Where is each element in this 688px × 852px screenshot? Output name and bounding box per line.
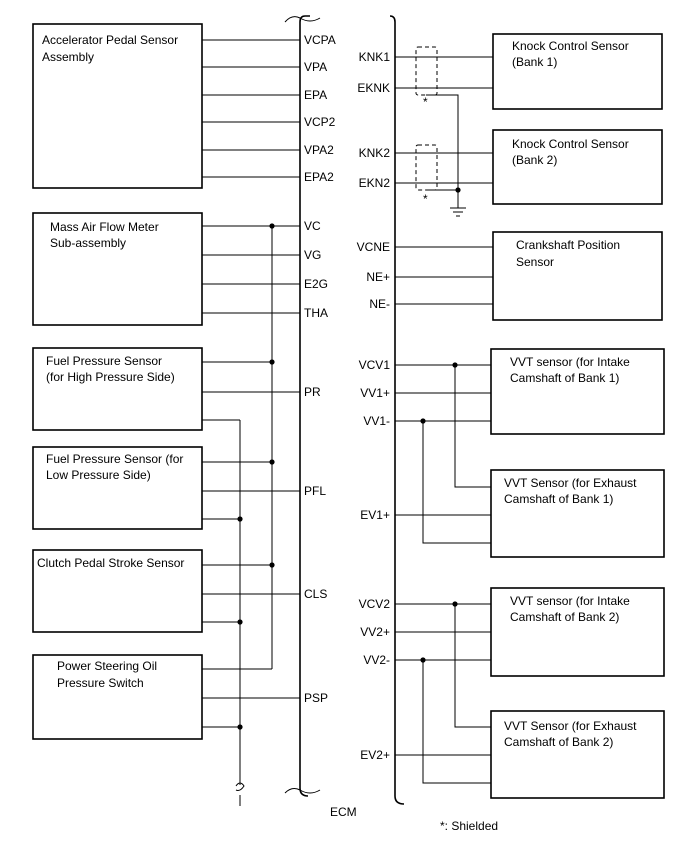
pin-vg: VG <box>304 248 321 262</box>
pin-vv2-plus: VV2+ <box>360 625 390 639</box>
left-wires <box>202 39 300 806</box>
maf-label-1: Mass Air Flow Meter <box>50 220 159 234</box>
knock2-box <box>492 129 663 205</box>
pin-vcp2: VCP2 <box>304 115 336 129</box>
vvt-exhaust1-label-1: VVT Sensor (for Exhaust <box>504 476 637 490</box>
shield-mark-1: * <box>423 95 428 109</box>
shield-bank1 <box>415 46 438 96</box>
crank-label-2: Sensor <box>516 255 554 269</box>
pin-vcv1: VCV1 <box>359 358 391 372</box>
knock2-label-1: Knock Control Sensor <box>512 137 629 151</box>
right-wires <box>395 56 493 784</box>
knock1-label-2: (Bank 1) <box>512 55 557 69</box>
pin-ekn2: EKN2 <box>359 176 391 190</box>
vvt-exhaust2-label-1: VVT Sensor (for Exhaust <box>504 719 637 733</box>
pin-vcpa: VCPA <box>304 33 336 47</box>
pin-epa2: EPA2 <box>304 170 334 184</box>
pin-cls: CLS <box>304 587 327 601</box>
maf-label-2: Sub-assembly <box>50 236 126 250</box>
footnote: *: Shielded <box>440 819 498 833</box>
pin-knk2: KNK2 <box>359 146 391 160</box>
vvt-intake1-box <box>490 348 665 435</box>
shield-bank2 <box>415 144 438 191</box>
pin-eknk: EKNK <box>357 81 390 95</box>
accel-label-1: Accelerator Pedal Sensor <box>42 33 178 47</box>
accel-box <box>32 23 203 189</box>
ecm-bottom-break <box>284 788 321 794</box>
pin-ne-minus: NE- <box>369 297 390 311</box>
pin-psp: PSP <box>304 691 328 705</box>
pin-tha: THA <box>304 306 328 320</box>
vvt-exhaust2-label-2: Camshaft of Bank 2) <box>504 735 613 749</box>
pin-pfl: PFL <box>304 484 326 498</box>
fuel-high-box <box>32 347 203 431</box>
ecm-right-edge <box>389 15 405 805</box>
fuel-high-label-1: Fuel Pressure Sensor <box>46 354 162 368</box>
pin-ev2-plus: EV2+ <box>360 748 390 762</box>
pin-ev1-plus: EV1+ <box>360 508 390 522</box>
vvt-intake1-label-1: VVT sensor (for Intake <box>510 355 630 369</box>
clutch-box <box>32 549 203 633</box>
pin-pr: PR <box>304 385 321 399</box>
fuel-low-box <box>32 446 203 530</box>
clutch-label-1: Clutch Pedal Stroke Sensor <box>37 556 184 570</box>
vvt-exhaust1-box <box>490 469 665 558</box>
right-pin-labels: KNK1 EKNK KNK2 EKN2 VCNE NE+ NE- VCV1 VV… <box>357 50 391 762</box>
pin-vpa2: VPA2 <box>304 143 334 157</box>
pin-vcne: VCNE <box>357 240 390 254</box>
power-steering-label-2: Pressure Switch <box>57 676 144 690</box>
vvt-intake2-label-2: Camshaft of Bank 2) <box>510 610 619 624</box>
power-steering-box <box>32 654 203 740</box>
ecm-label: ECM <box>330 805 357 819</box>
crank-label-1: Crankshaft Position <box>516 238 620 252</box>
pin-vv1-plus: VV1+ <box>360 386 390 400</box>
pin-epa: EPA <box>304 88 327 102</box>
vvt-intake1-label-2: Camshaft of Bank 1) <box>510 371 619 385</box>
fuel-low-label-2: Low Pressure Side) <box>46 468 151 482</box>
maf-box <box>32 212 203 326</box>
pin-vv1-minus: VV1- <box>363 414 390 428</box>
pin-vcv2: VCV2 <box>359 597 391 611</box>
pin-ne-plus: NE+ <box>366 270 390 284</box>
vvt-intake2-label-1: VVT sensor (for Intake <box>510 594 630 608</box>
pin-vv2-minus: VV2- <box>363 653 390 667</box>
pin-vc: VC <box>304 219 321 233</box>
ecm-top-break <box>284 16 321 23</box>
left-pin-labels: VCPA VPA EPA VCP2 VPA2 EPA2 VC VG E2G TH… <box>304 33 336 705</box>
ecm-left-edge <box>299 15 310 797</box>
vvt-exhaust1-label-2: Camshaft of Bank 1) <box>504 492 613 506</box>
crank-box <box>492 231 663 321</box>
pin-vpa: VPA <box>304 60 327 74</box>
knock1-label-1: Knock Control Sensor <box>512 39 629 53</box>
right-junction-dots <box>420 187 461 663</box>
fuel-high-label-2: (for High Pressure Side) <box>46 370 175 384</box>
knock2-label-2: (Bank 2) <box>512 153 557 167</box>
pin-knk1: KNK1 <box>359 50 391 64</box>
accel-label-2: Assembly <box>42 50 94 64</box>
power-steering-label-1: Power Steering Oil <box>57 659 157 673</box>
fuel-low-label-1: Fuel Pressure Sensor (for <box>46 452 183 466</box>
knock1-box <box>492 33 663 110</box>
left-junction-dots <box>237 223 275 730</box>
pin-e2g: E2G <box>304 277 328 291</box>
shield-mark-2: * <box>423 192 428 206</box>
